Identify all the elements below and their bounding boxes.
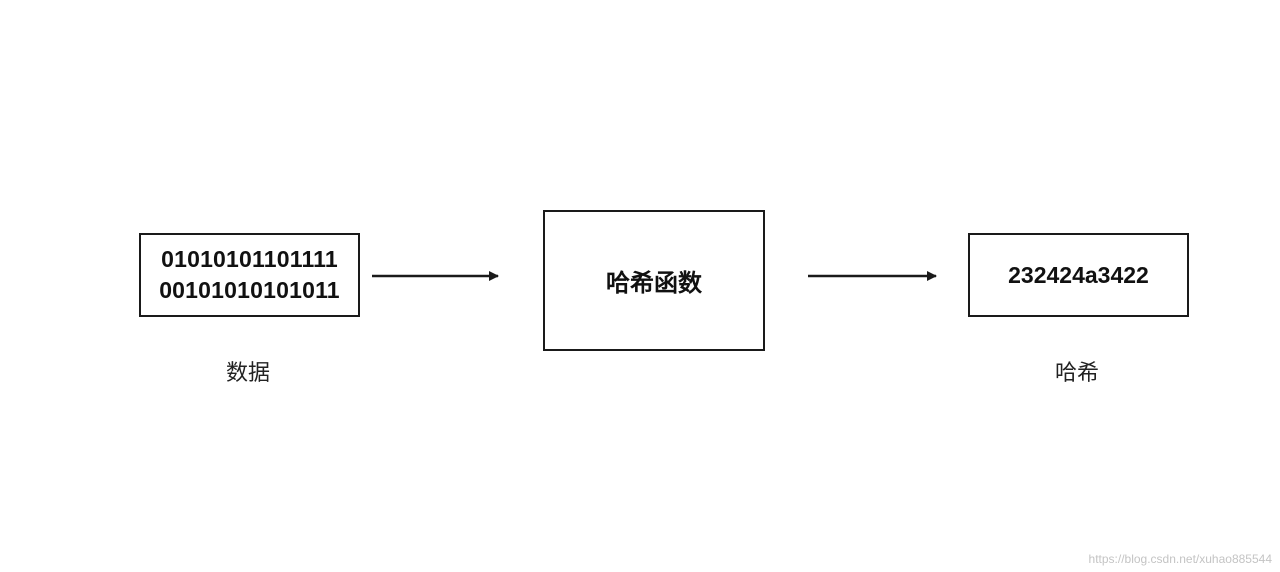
input-data-box: 01010101101111 00101010101011 [139, 233, 360, 317]
binary-line-2: 00101010101011 [159, 277, 340, 303]
binary-line-1: 01010101101111 [161, 246, 338, 272]
input-caption: 数据 [226, 361, 271, 386]
output-caption: 哈希 [1055, 361, 1100, 386]
hash-value: 232424a3422 [1008, 261, 1149, 288]
hash-function-box: 哈希函数 [543, 210, 765, 351]
source-watermark: https://blog.csdn.net/xuhao885544 [1088, 552, 1272, 566]
output-hash-box: 232424a3422 [968, 233, 1189, 317]
hash-function-label: 哈希函数 [606, 269, 702, 297]
